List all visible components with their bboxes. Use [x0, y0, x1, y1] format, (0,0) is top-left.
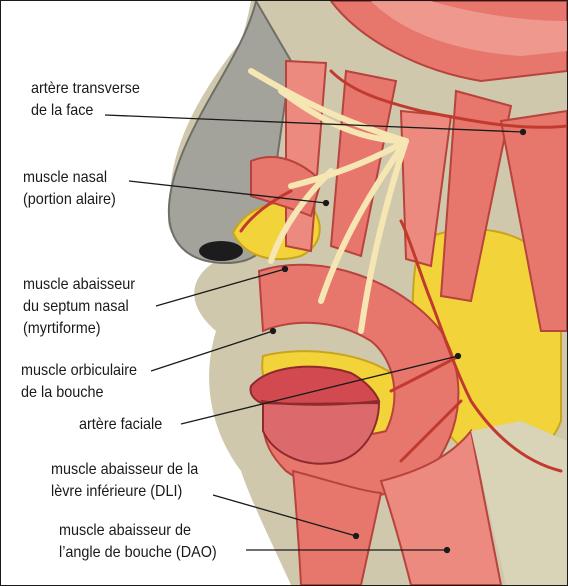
masseter — [499, 109, 567, 332]
depressor-anguli — [379, 428, 503, 585]
upper-lip — [249, 365, 381, 407]
leader-facial-artery — [180, 355, 459, 425]
label-facial-artery: artère faciale — [79, 416, 163, 433]
nostril — [199, 241, 243, 261]
leader-orbicularis — [150, 330, 274, 372]
arteries — [239, 69, 567, 473]
leader-depressor-septi — [155, 268, 286, 307]
leader-lines — [104, 114, 527, 554]
transverse-facial-artery-vessel — [329, 69, 567, 129]
label-nasalis: muscle nasal(portion alaire) — [23, 169, 116, 208]
zygomaticus-major — [439, 89, 513, 303]
leader-dli — [212, 494, 357, 537]
platysma — [471, 421, 567, 585]
facial-nerve-branches — [248, 68, 409, 334]
depressor-labii — [291, 469, 383, 585]
leader-transverse-facial-artery — [104, 114, 524, 133]
leader-nasalis — [128, 180, 327, 204]
